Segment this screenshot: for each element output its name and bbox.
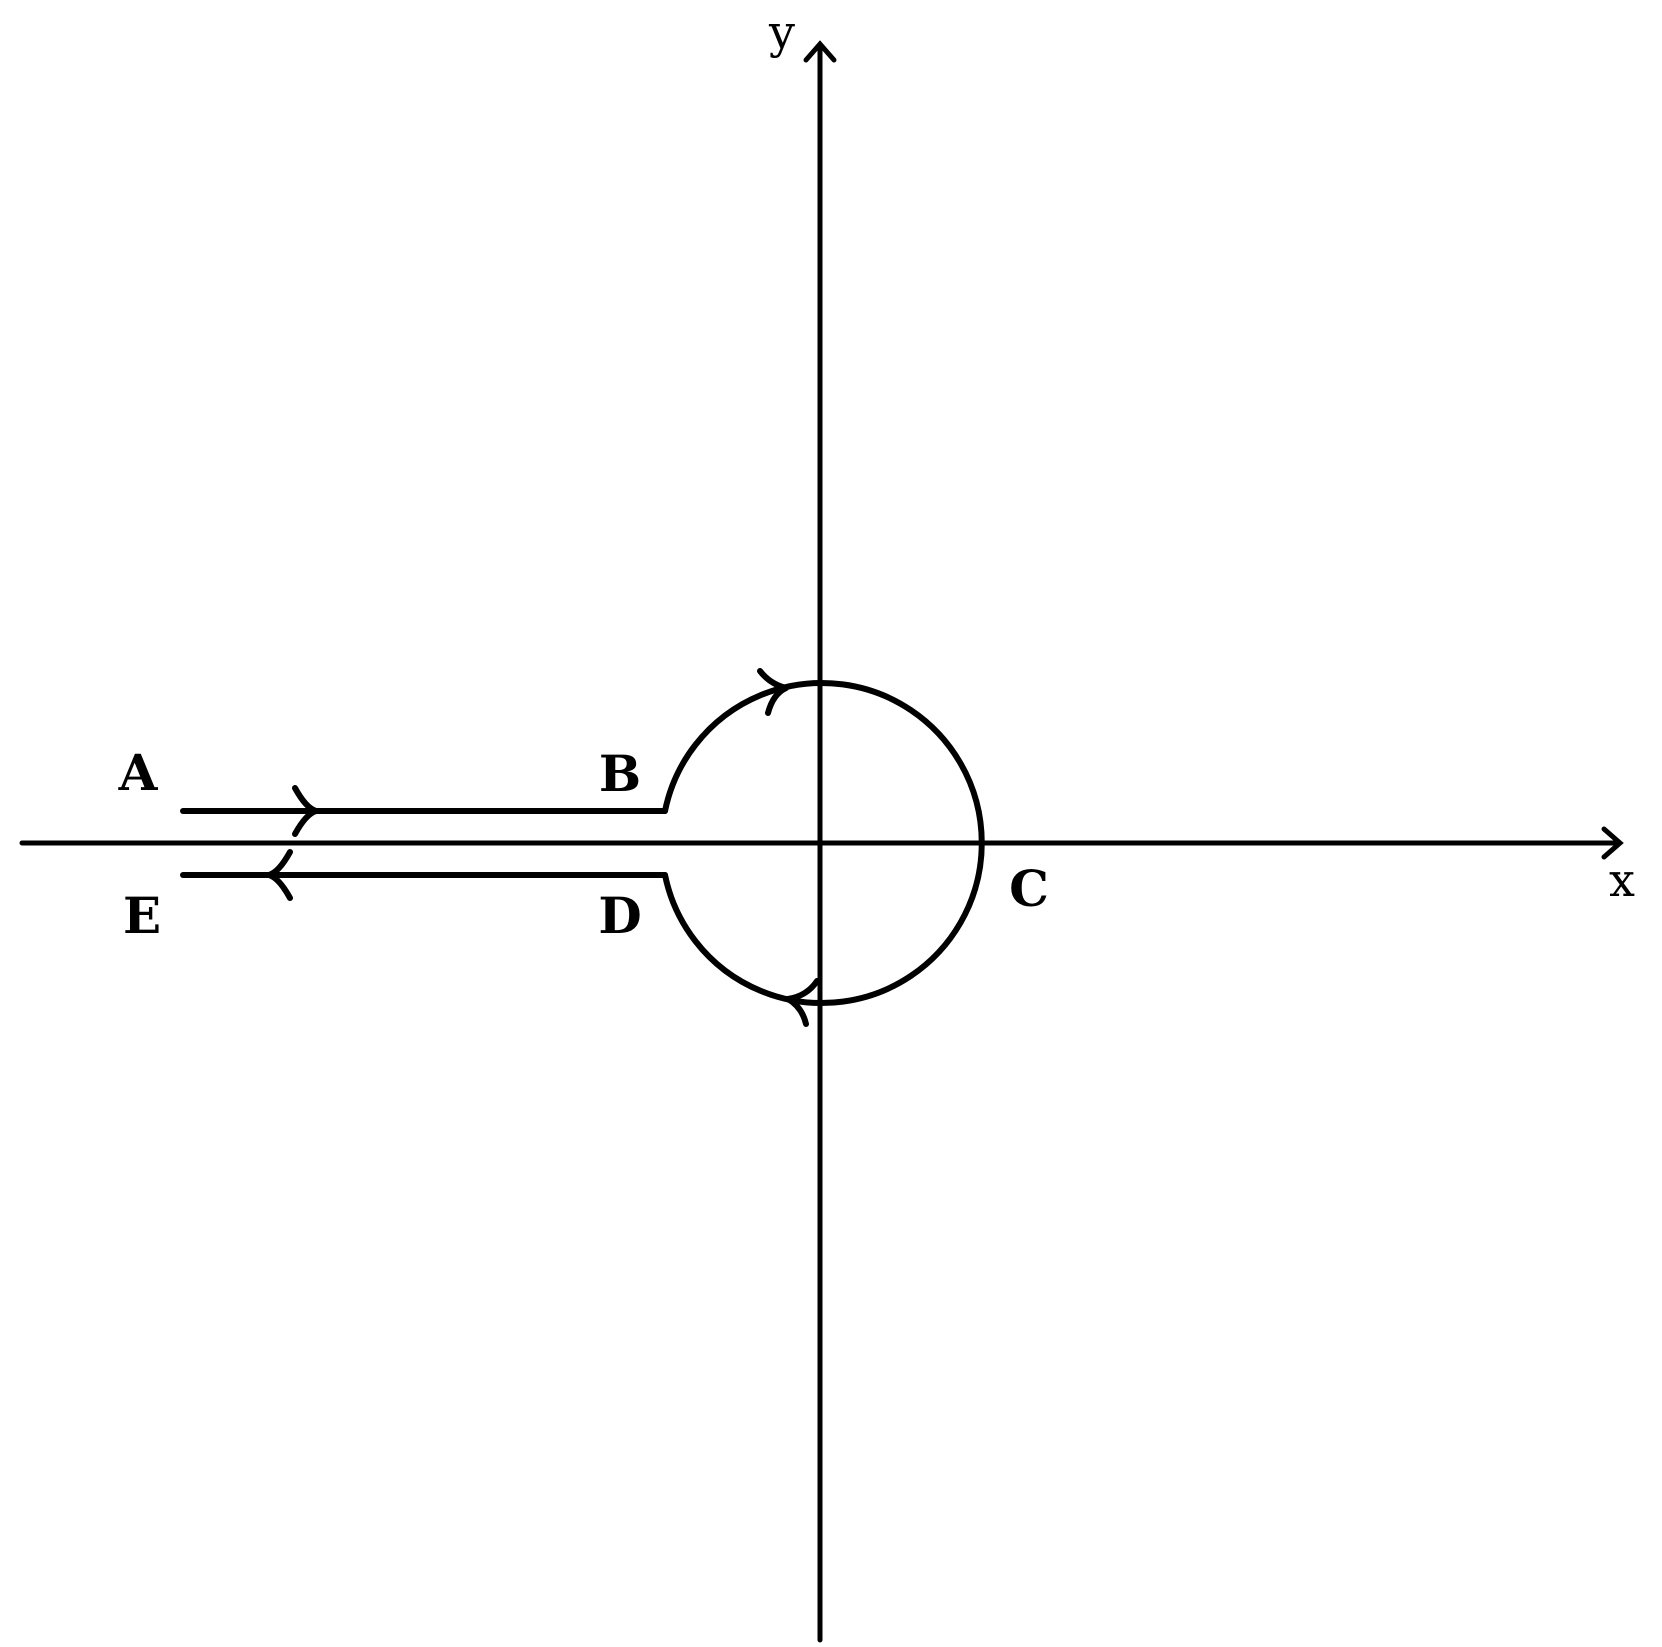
arrow-right-icon (292, 785, 319, 837)
point-label-c: C (1009, 859, 1049, 918)
point-label-e: E (123, 886, 161, 945)
axes (19, 40, 1624, 1643)
x-axis-arrowhead-icon (1601, 826, 1624, 860)
y-axis-label: y (768, 5, 795, 59)
contour-arc-b-c-d (662, 680, 985, 1006)
point-label-d: D (598, 886, 641, 945)
point-label-a: A (118, 743, 159, 802)
arrow-left-icon (266, 849, 293, 901)
y-axis-arrowhead-icon (803, 40, 837, 63)
arrow-upper-arc-icon (757, 668, 789, 716)
x-axis-label: x (1609, 853, 1635, 907)
point-label-b: B (599, 744, 641, 803)
contour (180, 668, 985, 1027)
arrow-lower-arc-icon (785, 978, 820, 1027)
